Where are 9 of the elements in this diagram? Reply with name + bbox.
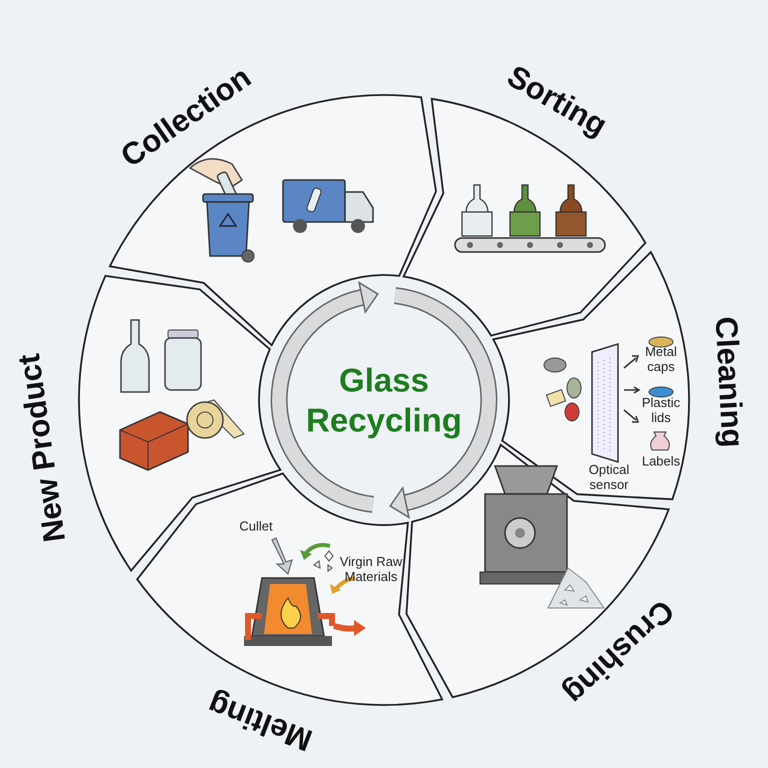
item-label: Virgin Raw Materials [338, 555, 404, 585]
step-title: New Product [11, 352, 74, 544]
item-label: Metal caps [644, 345, 678, 375]
item-label: Optical sensor [588, 463, 630, 493]
step-title: Cleaning [707, 316, 750, 448]
item-label: Cullet [238, 520, 274, 534]
item-label: Plastic lids [640, 396, 682, 426]
center-title: Glass Recycling [305, 360, 463, 440]
item-label: Labels [640, 454, 682, 470]
